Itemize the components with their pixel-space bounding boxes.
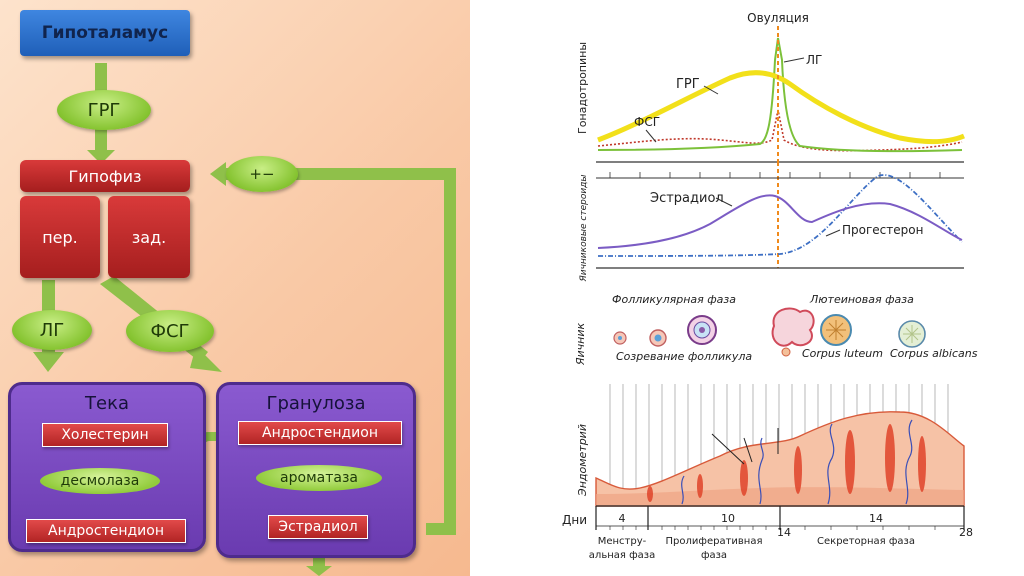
proliferative-phase-label-1: Пролиферативная: [666, 536, 763, 547]
progesterone-curve: [597, 174, 963, 257]
days-label: Дни: [562, 513, 587, 527]
posterior-label: зад.: [131, 227, 167, 247]
endometrium-glands: [647, 424, 926, 502]
theca-androstenedione-box: Андростендион: [26, 519, 186, 543]
granulosa-title: Гранулоза: [266, 393, 366, 414]
luteal-phase-label: Лютеиновая фаза: [809, 293, 914, 306]
follicle-illustrations: [613, 307, 926, 357]
endometrium-vessels: [681, 419, 913, 505]
fsg-oval: ФСГ: [126, 310, 214, 352]
anterior-pituitary-box: пер.: [20, 196, 100, 278]
hypothalamus-box: Гипоталамус: [20, 10, 190, 56]
day-tick-10: 10: [721, 512, 735, 525]
fsg-curve-label: ФСГ: [634, 115, 660, 129]
pituitary-box: Гипофиз: [20, 160, 190, 192]
posterior-pituitary-box: зад.: [108, 196, 190, 278]
menstrual-phase-label-1: Менстру-: [598, 536, 647, 547]
theca-cholesterol-box: Холестерин: [42, 423, 168, 447]
corpus-albicans-label: Corpus albicans: [890, 347, 978, 360]
gonadotropin-ylabel: Гонадотропины: [576, 42, 589, 134]
arrow-fsg-granulosa: [190, 346, 222, 372]
progesterone-label: Прогестерон: [842, 223, 923, 237]
hypothalamus-label: Гипоталамус: [41, 23, 169, 43]
granulosa-androstenedione-box: Андростендион: [238, 421, 402, 445]
endometrium-basal-layer: [596, 487, 964, 506]
aromatase-oval: ароматаза: [256, 465, 382, 491]
estradiol-box: Эстрадиол: [268, 515, 368, 539]
cycle-figure: Гонадотропины Овуляция ЛГ ГРГ ФСГ Яичник…: [540, 0, 1024, 576]
day-tick-4: 4: [619, 512, 626, 525]
fsg-label: ФСГ: [150, 320, 190, 342]
estradiol-box-label: Эстрадиол: [278, 519, 358, 535]
ovary-ylabel: Яичник: [574, 323, 587, 367]
lg-oval: ЛГ: [12, 310, 92, 350]
maturation-label: Созревание фолликула: [616, 350, 752, 363]
pituitary-label: Гипофиз: [68, 166, 142, 186]
theca-cholesterol-label: Холестерин: [61, 427, 149, 443]
desmolase-label: десмолаза: [60, 473, 140, 489]
feedback-label: +−: [249, 165, 275, 183]
steroid-ylabel: Яичниковые стероиды: [579, 174, 589, 282]
ovulation-label: Овуляция: [747, 11, 809, 25]
proliferative-phase-label-2: фаза: [701, 550, 727, 561]
estradiol-curve: [597, 194, 963, 249]
arrow-grg-pituitary: [87, 150, 115, 164]
day-tick-14-b: 14: [869, 512, 883, 525]
cycle-svg: Гонадотропины Овуляция ЛГ ГРГ ФСГ Яичник…: [562, 11, 978, 561]
estradiol-label: Эстрадиол: [650, 191, 724, 206]
endometrium-pointers: [711, 428, 779, 465]
lg-label: ЛГ: [39, 319, 65, 341]
granulosa-androstenedione-label: Андростендион: [262, 425, 378, 441]
follicular-phase-label: Фолликулярная фаза: [612, 293, 736, 306]
arrow-hypothalamus-grg: [95, 63, 107, 91]
grg-curve: [597, 70, 965, 145]
theca-androstenedione-label: Андростендион: [48, 523, 164, 539]
endometrium-layer: [595, 411, 965, 507]
desmolase-oval: десмолаза: [40, 468, 160, 494]
lg-curve: [597, 37, 963, 153]
anterior-label: пер.: [42, 227, 78, 247]
aromatase-label: ароматаза: [280, 470, 358, 486]
theca-title: Тека: [85, 393, 129, 414]
day-tick-14-a: 14: [777, 526, 791, 539]
steroid-ticks: [609, 172, 941, 178]
arrow-feedback-pituitary: [210, 162, 226, 186]
lg-curve-label: ЛГ: [806, 53, 822, 67]
grg-oval: ГРГ: [57, 90, 151, 130]
arrow-lg-theca: [33, 352, 64, 372]
secretory-phase-label: Секреторная фаза: [817, 536, 915, 547]
menstrual-phase-label-2: альная фаза: [589, 550, 655, 561]
endometrium-ylabel: Эндометрий: [576, 424, 589, 497]
grg-curve-label: ГРГ: [676, 77, 700, 92]
day-tick-28: 28: [959, 526, 973, 539]
corpus-luteum-label: Corpus luteum: [802, 347, 883, 360]
feedback-oval: +−: [226, 156, 298, 192]
grg-label: ГРГ: [87, 99, 121, 121]
regulation-scheme: Гипоталамус ГРГ Гипофиз пер. зад. +− ЛГ …: [0, 0, 470, 576]
